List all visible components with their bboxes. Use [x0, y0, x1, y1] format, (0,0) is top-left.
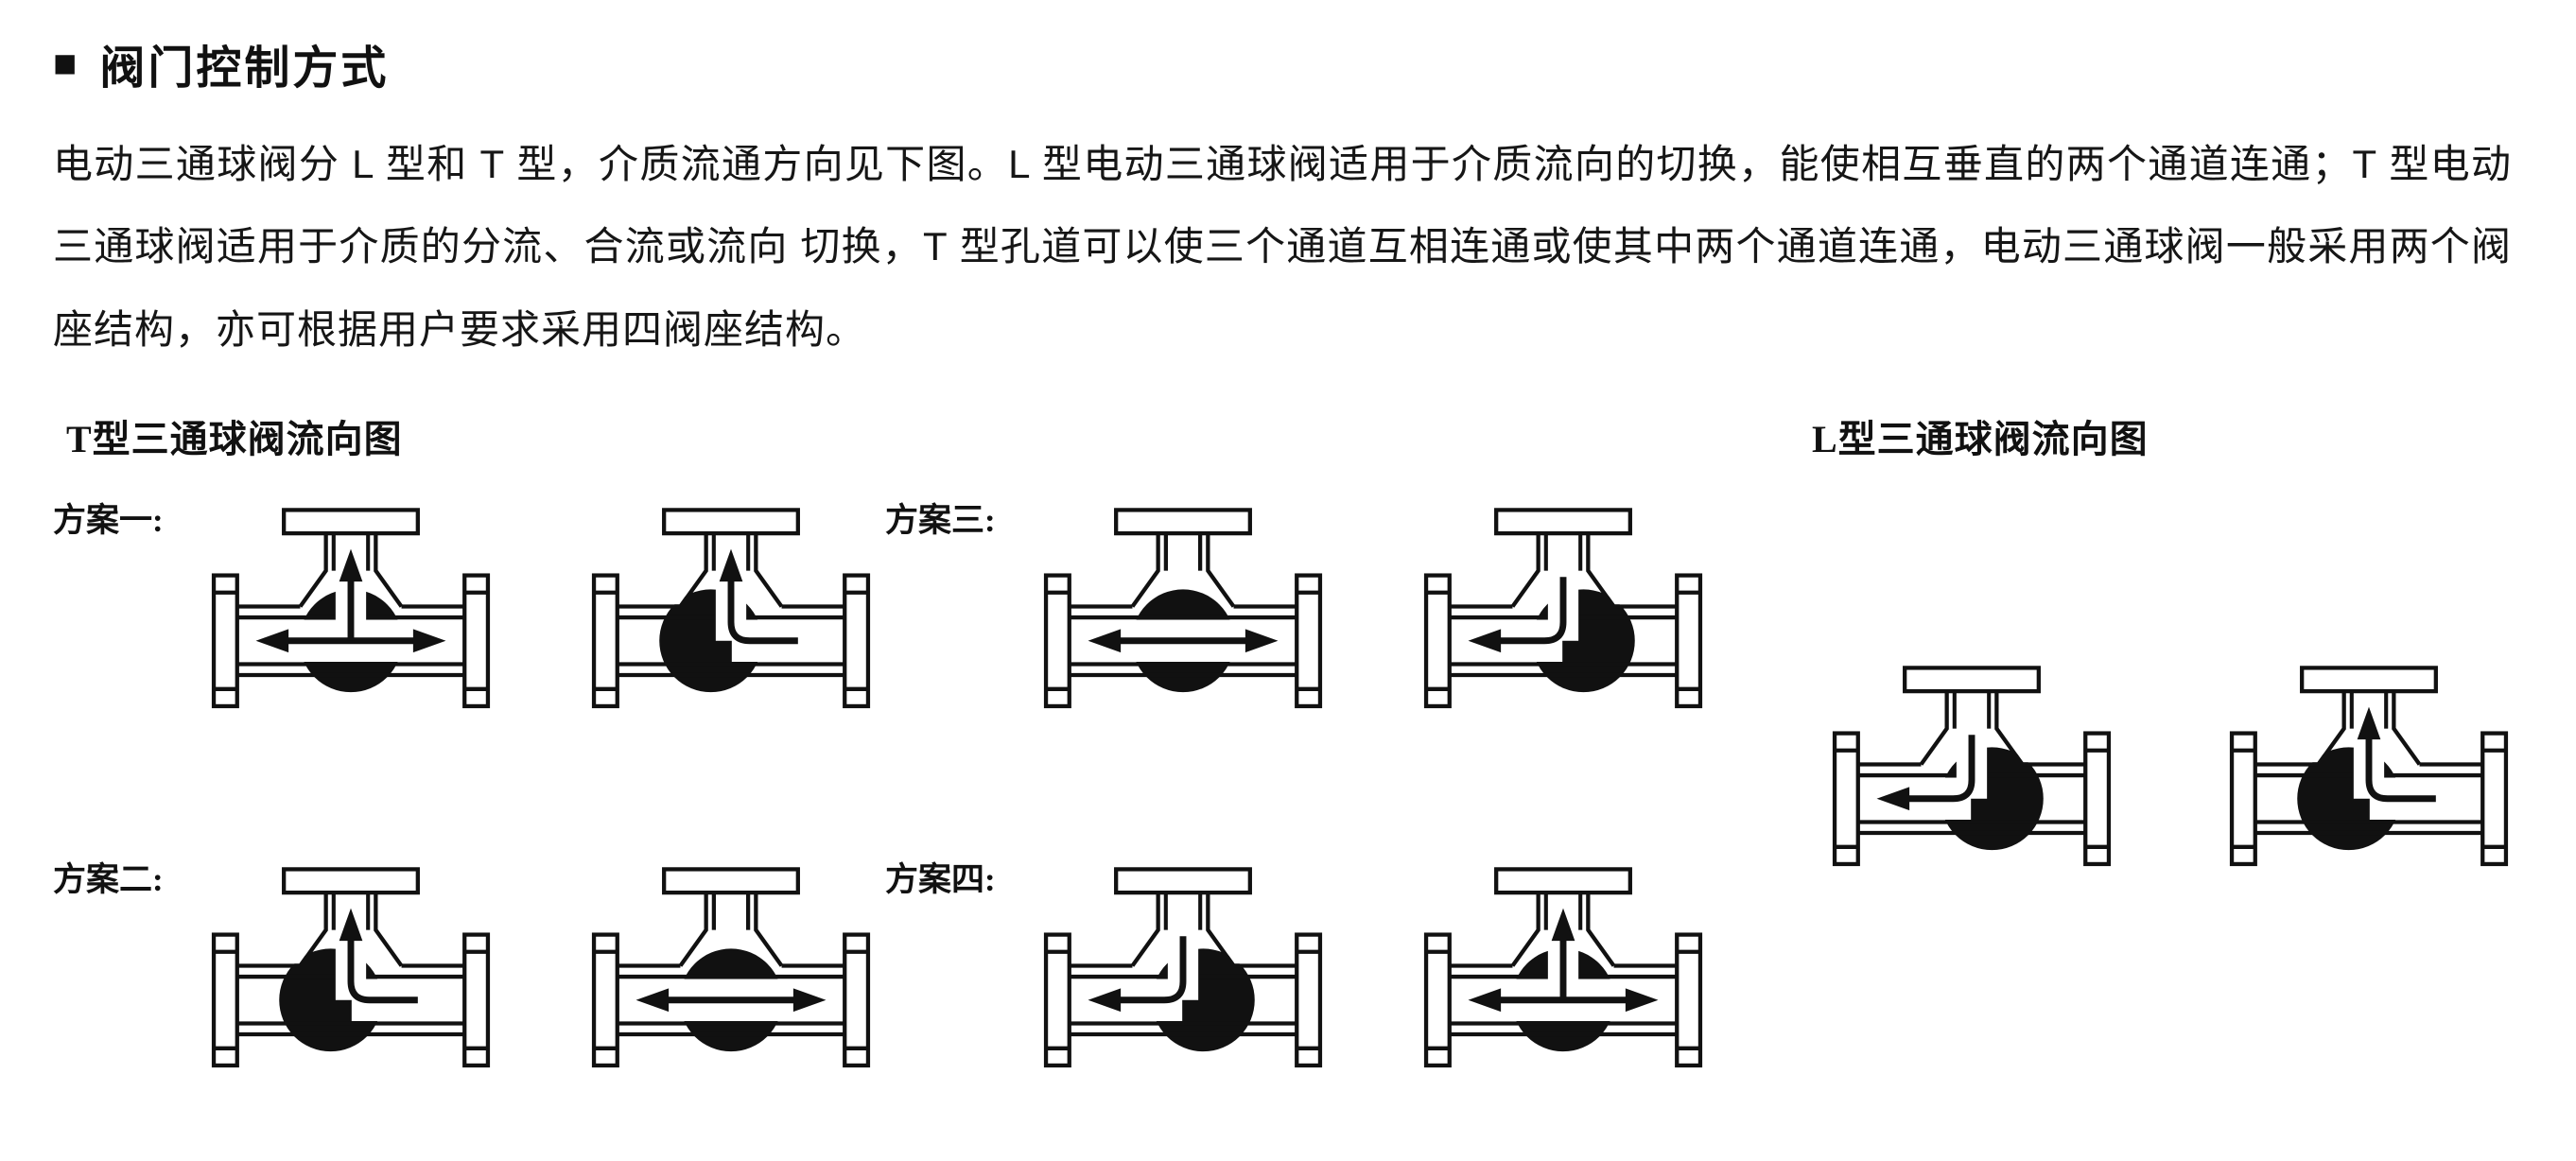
flow-arrow	[1876, 735, 1976, 811]
scheme-label: 方案四:	[885, 861, 996, 899]
t-section-title: T型三通球阀流向图	[66, 418, 403, 461]
intro-paragraph: 电动三通球阀分 L 型和 T 型，介质流通方向见下图。L 型电动三通球阀适用于介…	[53, 142, 2512, 352]
valve-flow-svg	[591, 867, 871, 1068]
scheme-label: 方案一:	[53, 502, 164, 540]
scheme-block: 方案一:	[53, 490, 885, 754]
valve-row	[1027, 849, 1719, 1114]
valve-flow-svg	[2229, 666, 2509, 867]
valve-flow-svg	[1423, 867, 1703, 1068]
l-valve-0	[1816, 648, 2128, 912]
l-section-title: L型三通球阀流向图	[1812, 418, 2149, 461]
t-valve-3-0	[1027, 849, 1339, 1114]
t-type-section: T型三通球阀流向图 方案一: 方案二: 方案三: 方案四:	[53, 408, 1755, 1114]
valve-flow-svg	[1043, 508, 1323, 709]
l-type-section: L型三通球阀流向图	[1793, 408, 2525, 912]
t-valve-1-0	[195, 849, 507, 1114]
scheme-label: 方案三:	[885, 502, 996, 540]
t-valve-3-1	[1407, 849, 1719, 1114]
valve-row	[1027, 490, 1719, 754]
valve-row	[195, 490, 887, 754]
flow-arrow	[1468, 577, 1567, 653]
section-bullet-icon: ■	[53, 41, 78, 85]
valve-flow-svg	[211, 508, 491, 709]
diagram-area: T型三通球阀流向图 方案一: 方案二: 方案三: 方案四: L型三通球阀流向图	[53, 408, 2523, 1114]
flow-arrow	[1468, 908, 1659, 1013]
t-valve-2-1	[1407, 490, 1719, 754]
scheme-block: 方案四:	[885, 849, 1717, 1114]
valve-row	[195, 849, 887, 1114]
scheme-grid: 方案一: 方案二: 方案三: 方案四:	[53, 490, 1755, 1114]
flow-arrow	[1088, 629, 1279, 653]
scheme-label: 方案二:	[53, 861, 164, 899]
t-valve-2-0	[1027, 490, 1339, 754]
flow-arrow	[635, 988, 827, 1013]
l-valve-row	[1816, 648, 2525, 912]
t-valve-0-1	[575, 490, 887, 754]
valve-flow-svg	[1832, 666, 2112, 867]
valve-flow-svg	[211, 867, 491, 1068]
l-valve-1	[2213, 648, 2525, 912]
valve-flow-svg	[591, 508, 871, 709]
page-title: 阀门控制方式	[99, 43, 390, 94]
flow-arrow	[339, 908, 418, 1004]
valve-flow-svg	[1423, 508, 1703, 709]
section-header: ■ 阀门控制方式	[53, 30, 2523, 96]
flow-arrow	[1088, 936, 1187, 1013]
flow-arrow	[255, 548, 446, 653]
flow-arrow	[2357, 706, 2436, 803]
scheme-block: 方案三:	[885, 490, 1717, 754]
valve-flow-svg	[1043, 867, 1323, 1068]
t-valve-0-0	[195, 490, 507, 754]
flow-arrow	[719, 548, 798, 645]
scheme-block: 方案二:	[53, 849, 885, 1114]
t-valve-1-1	[575, 849, 887, 1114]
